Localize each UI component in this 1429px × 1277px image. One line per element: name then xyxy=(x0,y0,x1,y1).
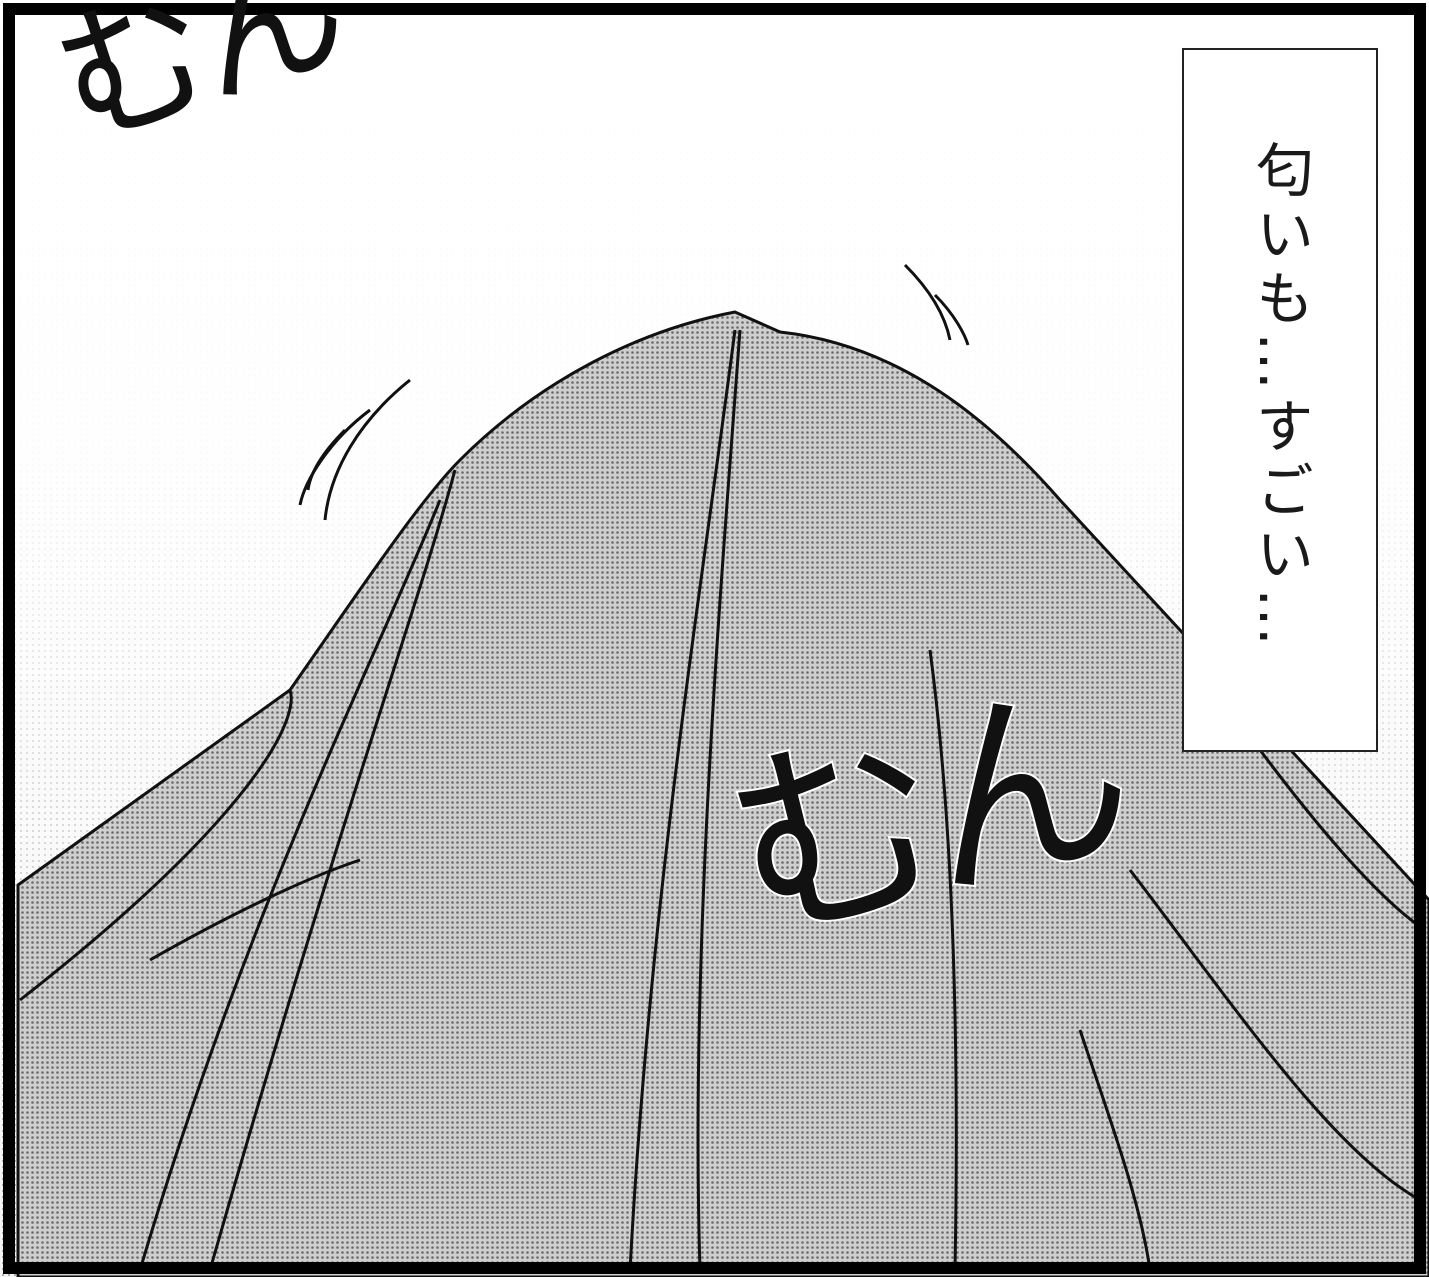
narration-text: 匂いも…すごい… xyxy=(1246,140,1314,652)
fold-lines xyxy=(19,329,1426,1271)
panel-border xyxy=(3,3,1426,1274)
motion-lines-right xyxy=(903,263,970,346)
narration-box: 匂いも…すごい… xyxy=(1182,48,1378,752)
blanket-mound xyxy=(16,310,1429,1277)
motion-lines-left xyxy=(298,378,411,521)
